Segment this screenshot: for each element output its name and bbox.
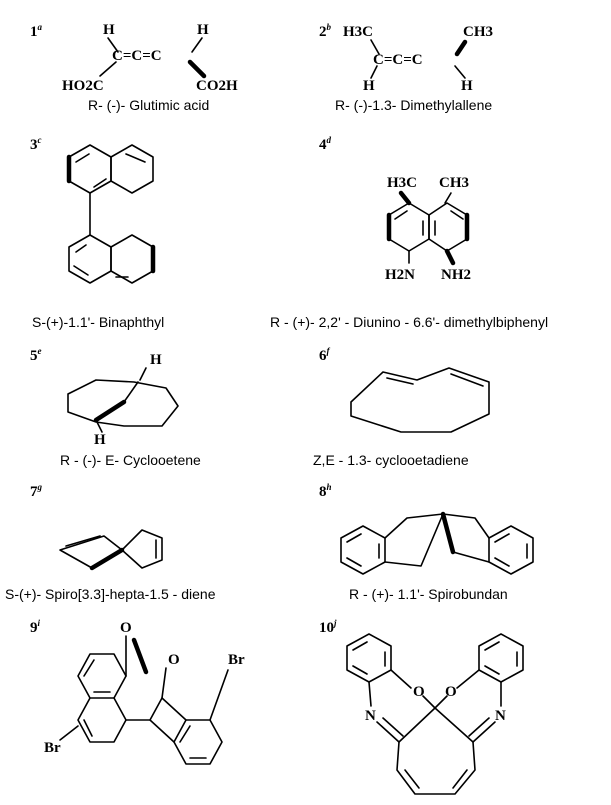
compound-3: 3c S-(+)-1.1'- Binaphthyl — [0, 125, 305, 335]
compound-6: 6f Z,E - 1.3- cyclooetadiene — [305, 340, 611, 475]
structure-4: H3C CH3 H2N NH2 — [385, 175, 471, 283]
compound-number: 1a — [30, 22, 42, 40]
compound-2: 2b H3C CH3 C=C=C H H R- (-)-1.3- Dimethy… — [305, 0, 611, 120]
structure-3 — [66, 144, 156, 284]
compound-number: 6f — [319, 346, 330, 364]
compound-5: 5e H H R - (-)- E- Cyclooetene — [0, 340, 305, 475]
compound-caption: S-(+)- Spiro[3.3]-hepta-1.5 - diene — [5, 586, 216, 602]
allene-chain: C=C=C — [112, 48, 162, 64]
atom-group: HO2C — [62, 78, 104, 94]
atom-group: CH3 — [439, 175, 469, 191]
compound-caption: R- (-)-1.3- Dimethylallene — [335, 97, 493, 113]
compound-number: 8h — [319, 482, 332, 500]
structure-10: O O N N — [346, 633, 524, 795]
compound-caption: Z,E - 1.3- cyclooetadiene — [313, 452, 469, 468]
compound-caption: S-(+)-1.1'- Binaphthyl — [32, 314, 165, 330]
atom-group: H3C — [343, 24, 373, 40]
atom-o: O — [168, 652, 180, 668]
structure-5: H H — [67, 352, 179, 448]
compound-number: 2b — [319, 22, 331, 40]
atom-h: H — [94, 432, 106, 448]
compound-caption: R - (-)- E- Cyclooetene — [60, 452, 201, 468]
atom-n: N — [365, 708, 376, 724]
atom-h: H — [461, 78, 473, 94]
atom-o: O — [445, 684, 457, 700]
atom-group: NH2 — [441, 267, 471, 283]
compound-number: 3c — [30, 135, 42, 153]
compound-caption: R- (-)- Glutimic acid — [88, 97, 210, 113]
atom-h: H — [103, 22, 115, 38]
compound-1: 1a H H C=C=C HO2C CO2H R- (-)- Glutimic … — [0, 0, 305, 120]
structure-8 — [340, 511, 534, 575]
compound-number: 7g — [30, 482, 42, 500]
compound-number: 10j — [319, 618, 337, 636]
atom-h: H — [363, 78, 375, 94]
structure-9: O O Br Br — [44, 620, 245, 765]
atom-group: CH3 — [463, 24, 493, 40]
compound-number: 4d — [319, 135, 331, 153]
atom-group: CO2H — [196, 78, 238, 94]
structure-6 — [350, 367, 490, 433]
compound-caption: R - (+)- 2,2' - Diunino - 6.6'- dimethyl… — [270, 314, 549, 330]
compound-7: 7g S-(+)- Spiro[3.3]-hepta-1.5 - diene — [0, 478, 305, 608]
atom-o: O — [413, 684, 425, 700]
atom-group: H2N — [385, 267, 415, 283]
compound-caption: R - (+)- 1.1'- Spirobundan — [349, 586, 508, 602]
atom-o: O — [120, 620, 132, 636]
compound-9: 9i O O Br Br — [0, 612, 305, 805]
atom-h: H — [150, 352, 162, 368]
atom-br: Br — [44, 740, 61, 756]
compound-4: 4d H3C CH3 H2N NH2 R - (+)- 2,2' - Diuni… — [270, 125, 611, 335]
compound-number: 9i — [30, 618, 41, 636]
atom-n: N — [495, 708, 506, 724]
compound-8: 8h R - (+)- 1.1'- Spirobundan — [305, 478, 611, 608]
structure-1: H H C=C=C HO2C CO2H — [62, 22, 238, 94]
compound-10: 10j O O N N — [305, 612, 611, 805]
allene-chain: C=C=C — [373, 52, 423, 68]
atom-h: H — [197, 22, 209, 38]
atom-group: H3C — [387, 175, 417, 191]
structure-7 — [59, 529, 163, 571]
structure-2: H3C CH3 C=C=C H H — [343, 24, 493, 94]
atom-br: Br — [228, 652, 245, 668]
compound-number: 5e — [30, 346, 42, 364]
